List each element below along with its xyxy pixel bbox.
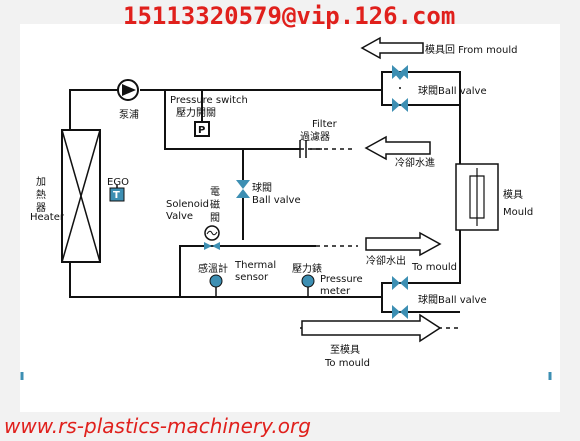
thermal-sensor-en-1: Thermal (234, 260, 276, 271)
ball-valve-top (392, 65, 408, 112)
thermal-sensor-en-2: sensor (235, 272, 269, 283)
mould-cn: 模具 (503, 189, 523, 201)
ball-valve-bottom-label: 球閥Ball valve (418, 293, 487, 306)
pressure-switch-en: Pressure switch (170, 95, 248, 106)
ball-valve-top-label: 球閥Ball valve (418, 84, 487, 97)
pressure-meter-en-1: Pressure (320, 274, 363, 285)
heater-icon (61, 129, 101, 263)
solenoid-en-2: Valve (166, 211, 193, 222)
from-mould-label: 模具回 From mould (425, 44, 517, 56)
pump-label: 泵浦 (119, 108, 139, 121)
bottom-right-loop (381, 230, 461, 313)
cooling-water-in-arrow (364, 135, 431, 161)
ball-valve-mid-label: 球閥 (252, 181, 272, 194)
cooling-water-out-arrow (365, 231, 442, 257)
solenoid-cn-2: 磁 (210, 198, 220, 211)
top-right-loop (381, 71, 461, 164)
website-url: www.rs-plastics-machinery.org (4, 414, 311, 438)
to-mould-bottom-cn: 至模具 (330, 344, 360, 356)
pressure-meter-en-2: meter (320, 286, 351, 297)
solenoid-line (179, 245, 243, 297)
ego-thermostat-icon (109, 185, 125, 202)
filter-en: Filter (312, 119, 338, 130)
heater-cn-1: 加 (36, 176, 46, 188)
left-lower-pipe (69, 262, 382, 298)
solenoid-cn-3: 閥 (210, 212, 220, 224)
ego-label: EGO (107, 177, 129, 188)
pump-icon (117, 79, 139, 101)
pressure-gauge-icon (301, 274, 315, 297)
heater-en: Heater (30, 212, 65, 223)
pressure-switch-cn: 壓力開關 (176, 106, 216, 119)
to-mould-bottom-en: To mould (324, 358, 370, 369)
filter-icon (299, 140, 322, 158)
heater-cn-2: 熱 (36, 188, 46, 201)
pressure-switch-symbol: P (198, 125, 205, 136)
filter-branch-pipe (164, 90, 300, 150)
contact-email: 15113320579@vip.126.com (123, 2, 456, 30)
ball-valve-mid-en: Ball valve (252, 195, 301, 206)
ball-valve-mid (236, 180, 250, 198)
thermometer-icon (209, 274, 223, 297)
to-mould-bottom-arrow (301, 313, 442, 343)
ball-valve-bottom (392, 276, 408, 319)
pressure-switch-icon (194, 121, 210, 137)
solenoid-valve-icon (204, 225, 220, 250)
to-mould-right-label: To mould (411, 262, 457, 273)
top-return-pipe (69, 89, 382, 130)
pressure-gauge-label: 壓力錶 (292, 262, 322, 275)
thermometer-label: 感溫計 (198, 262, 228, 275)
mould-en: Mould (503, 207, 533, 218)
from-mould-arrow (360, 36, 424, 60)
solenoid-cn-1: 電 (210, 186, 220, 198)
solenoid-en-1: Solenoid (166, 199, 209, 210)
cooling-water-in-label: 冷卻水進 (395, 156, 435, 169)
filter-cn: 過濾器 (300, 130, 330, 143)
mould-icon (455, 163, 499, 231)
ego-symbol: T (113, 190, 120, 201)
cooling-water-out-label: 冷卻水出 (366, 254, 406, 267)
heater-cn-3: 器 (36, 202, 46, 214)
